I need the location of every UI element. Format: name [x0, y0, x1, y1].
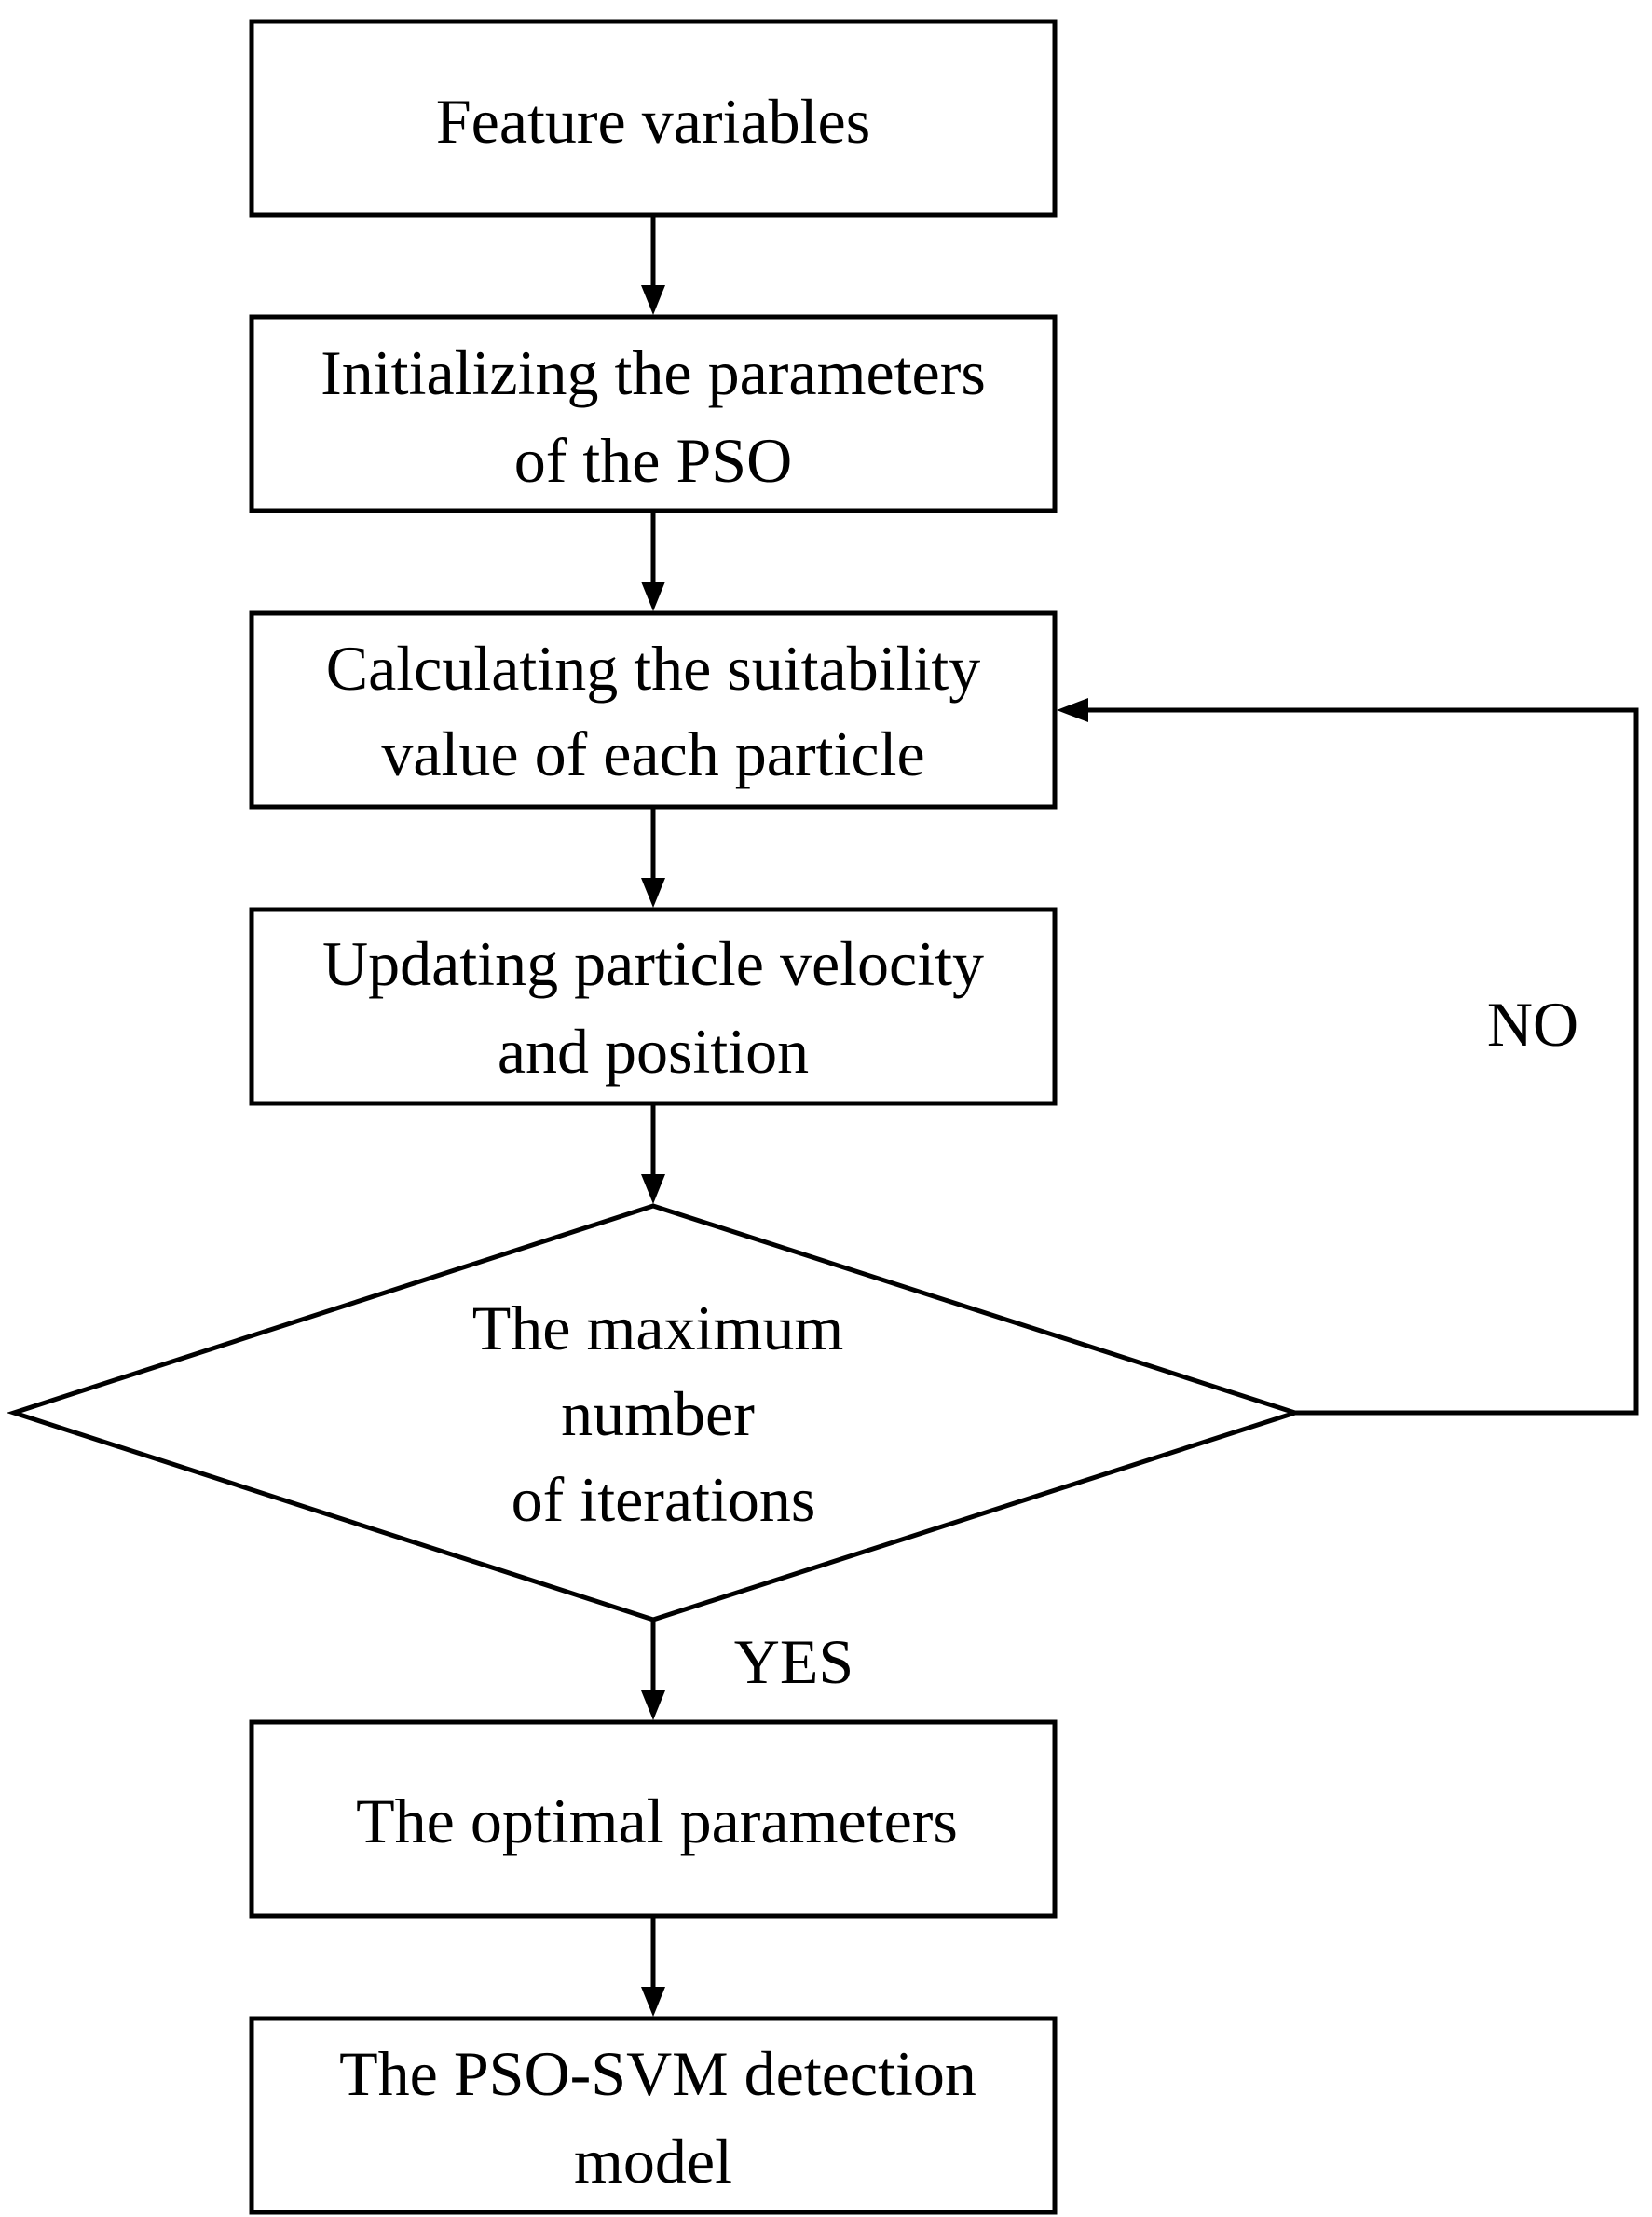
node-text: The optimal parameters [356, 1786, 958, 1856]
node-text-line-1: The maximum [472, 1293, 843, 1363]
arrow-calc-to-update [641, 807, 665, 908]
node-text-line-1: Initializing the parameters [321, 337, 986, 408]
node-init-pso: Initializing the parameters of the PSO [249, 314, 1058, 513]
node-optimal-params: The optimal parameters [249, 1719, 1058, 1919]
node-text-line-2: model [574, 2126, 732, 2196]
arrow-optimal-to-model [641, 1916, 665, 2017]
arrow-decision-to-optimal [641, 1620, 665, 1720]
edge-label-no: NO [1487, 989, 1578, 1060]
arrow-init-to-calc [641, 511, 665, 611]
node-calc-suitability: Calculating the suitability value of eac… [249, 610, 1058, 810]
node-text-line-2: of the PSO [514, 425, 792, 496]
node-text-line-2: number [561, 1378, 755, 1449]
edge-label-yes: YES [734, 1626, 853, 1697]
node-text-line-2: value of each particle [381, 718, 924, 789]
arrow-no-loop [1057, 698, 1639, 1416]
node-feature-variables: Feature variables [249, 19, 1058, 218]
node-pso-svm-model: The PSO-SVM detection model [249, 2016, 1058, 2215]
node-text-line-1: The PSO-SVM detection [339, 2038, 976, 2109]
arrow-update-to-decision [641, 1103, 665, 1204]
node-text-line-3: of iterations [512, 1464, 816, 1535]
node-update-particle: Updating particle velocity and position [249, 907, 1058, 1106]
node-text-line-2: and position [498, 1016, 809, 1087]
node-max-iterations: The maximum number of iterations [6, 1203, 1304, 1622]
node-text: Feature variables [436, 86, 870, 157]
node-text-line-1: Calculating the suitability [326, 633, 981, 704]
node-text-line-1: Updating particle velocity [322, 928, 984, 999]
arrow-feature-to-init [641, 215, 665, 315]
